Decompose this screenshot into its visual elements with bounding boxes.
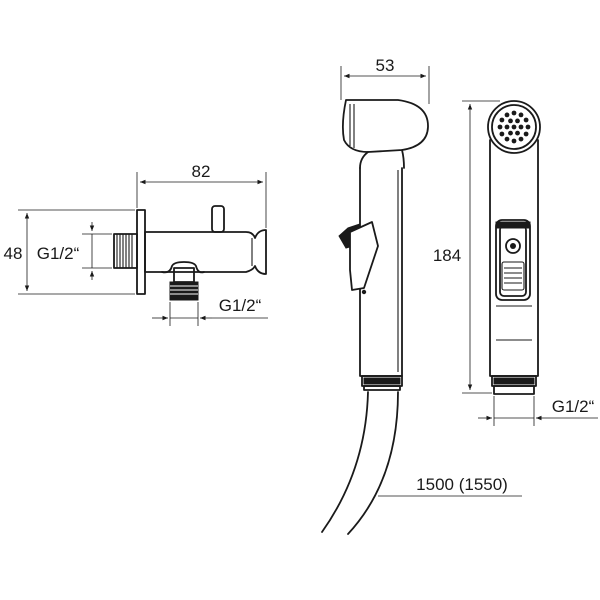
hose-length-label: 1500 (1550) [416,475,508,494]
bracket-body [144,229,267,275]
handshower-width-label: 53 [376,56,395,75]
spray-nozzles [497,110,531,144]
nozzle-dot [511,110,517,116]
nozzle-dot [515,130,520,136]
wall-bracket: 82 48 G1/2“ G1/2“ [4,162,268,326]
bracket-bottom-thread-label: G1/2“ [219,296,262,315]
bracket-bottom-outlet [161,261,205,274]
nozzle-dot [511,138,517,144]
dim-handshower-thread: G1/2“ [478,396,598,426]
handshower-head [341,99,429,153]
dim-bracket-side-thread: G1/2“ [37,222,112,280]
handshower-thread-label: G1/2“ [552,397,595,416]
nozzle-dot [504,124,510,130]
bracket-flange [136,209,146,295]
nozzle-dot [518,112,524,118]
nozzle-dot [499,117,505,123]
bracket-height-label: 48 [4,244,23,263]
nozzle-dot [511,124,517,130]
dim-hose-length: 1500 (1550) [378,475,522,497]
nozzle-dot [508,118,513,124]
bracket-width-label: 82 [192,162,211,181]
nozzle-dot [518,136,524,142]
nozzle-dot [504,136,510,142]
dim-handshower-length: 184 [433,100,500,394]
nozzle-dot [504,112,510,118]
dim-handshower-width: 53 [340,56,430,104]
handshower-front-view: 184 G1/2“ [433,100,598,426]
dim-bracket-height: 48 [4,209,135,295]
nozzle-dot [499,131,505,137]
hose [321,391,369,533]
bracket-side-thread [113,233,138,269]
bracket-side-thread-label: G1/2“ [37,244,80,263]
handshower-side-view: 53 1500 (1550) [321,56,522,535]
nozzle-dot [518,124,524,130]
nozzle-dot [525,124,531,130]
handshower-trigger [338,221,379,295]
nozzle-dot [523,117,529,123]
bracket-bottom-thread [169,281,199,301]
nozzle-dot [523,131,529,137]
nozzle-dot [508,130,513,136]
handshower-length-label: 184 [433,246,461,265]
nozzle-dot [497,124,503,130]
dim-bracket-bottom-thread: G1/2“ [152,296,268,326]
bracket-top-pin [211,205,225,233]
dim-bracket-width: 82 [136,162,267,228]
spray-head-outer [487,100,541,154]
front-control-panel [495,219,531,301]
nozzle-dot [515,118,520,124]
